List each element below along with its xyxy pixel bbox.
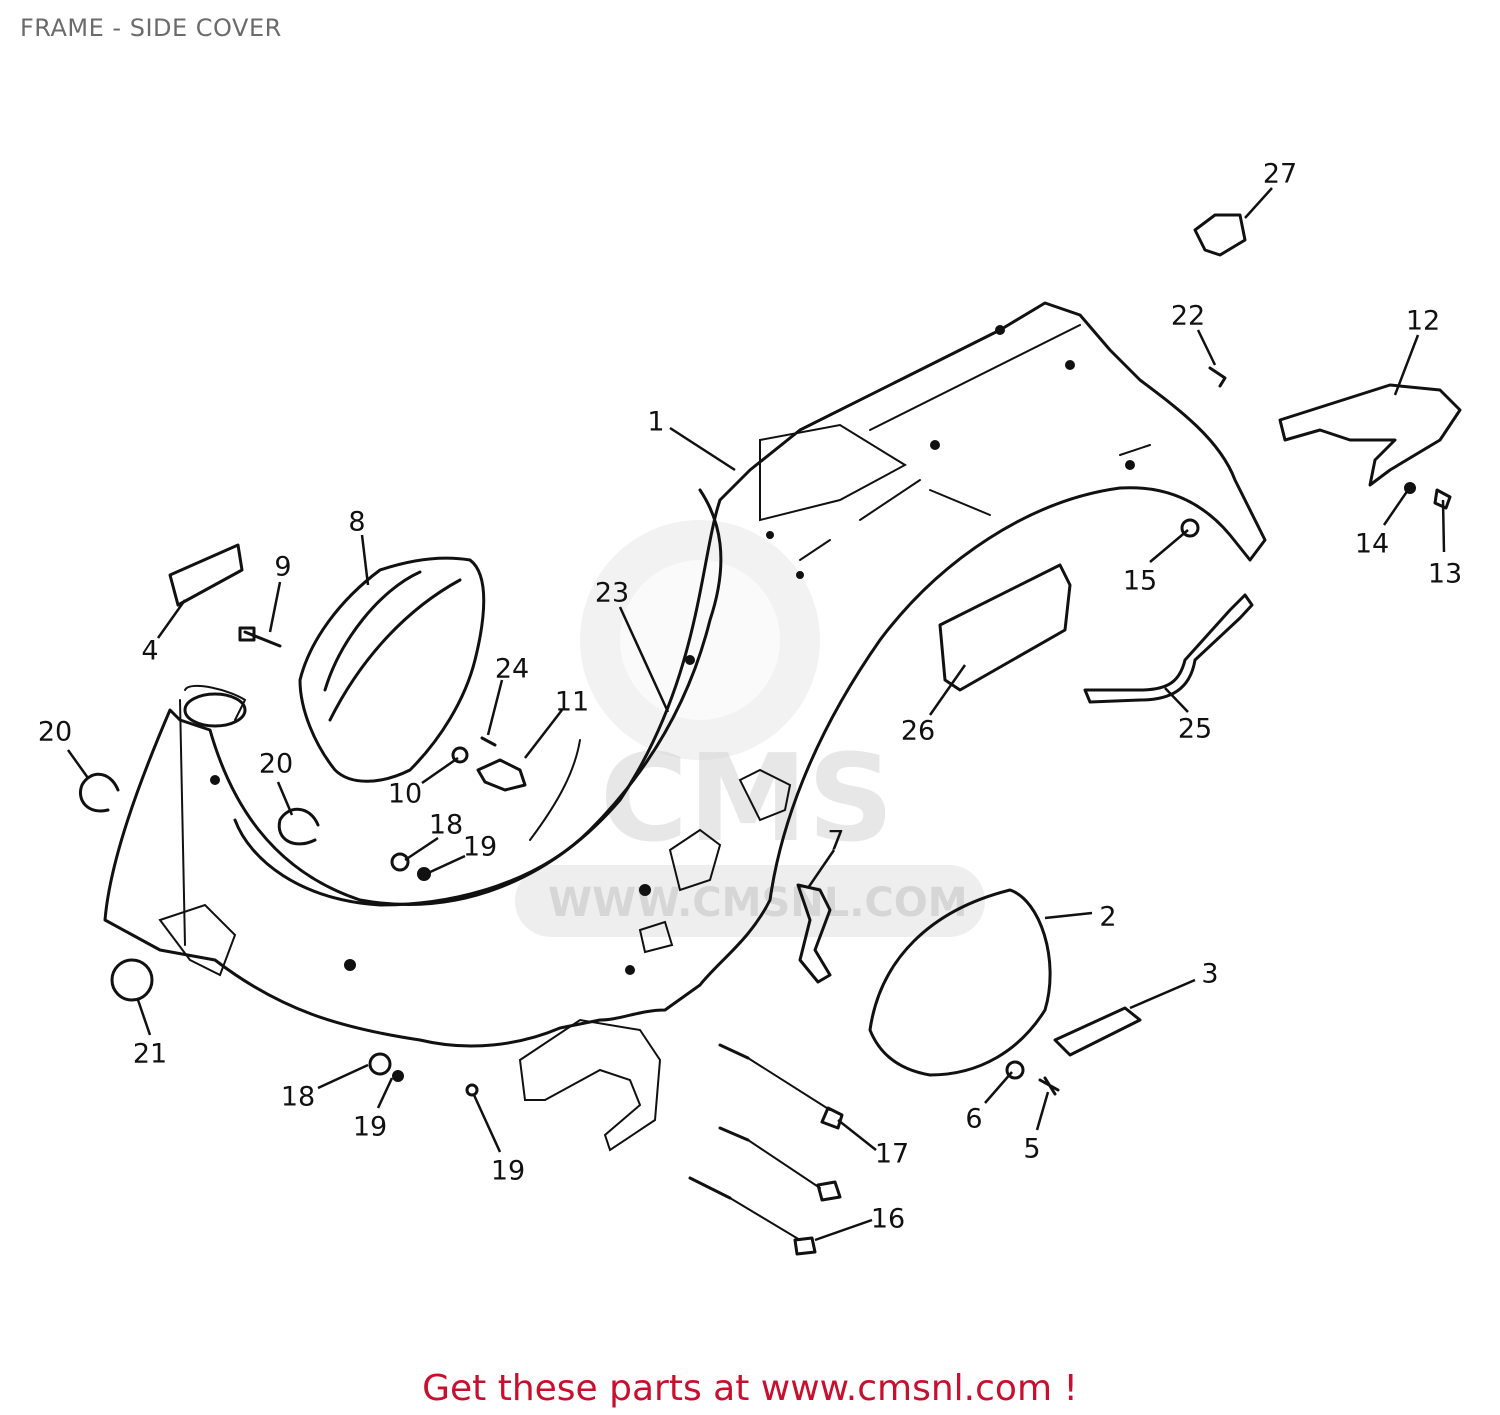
callout-label-19: 19 bbox=[463, 832, 497, 863]
callout-label-27: 27 bbox=[1263, 159, 1297, 190]
callout-leader-11 bbox=[524, 709, 563, 759]
callout-label-1: 1 bbox=[647, 407, 664, 438]
footer-link-text[interactable]: Get these parts at www.cmsnl.com ! bbox=[422, 1368, 1078, 1409]
callout-leader-1 bbox=[669, 426, 736, 472]
callout-leader-25 bbox=[1164, 687, 1189, 713]
callout-label-19: 19 bbox=[353, 1112, 387, 1143]
grommet-middle-part bbox=[277, 807, 320, 846]
callout-leader-27 bbox=[1244, 187, 1273, 219]
callout-label-13: 13 bbox=[1428, 559, 1462, 590]
callout-leader-17 bbox=[837, 1119, 877, 1151]
callout-label-20: 20 bbox=[38, 717, 72, 748]
callout-leader-13 bbox=[1441, 499, 1446, 553]
callout-label-18: 18 bbox=[281, 1082, 315, 1113]
callout-leader-12 bbox=[1393, 334, 1420, 396]
callout-label-20: 20 bbox=[259, 749, 293, 780]
grommet-left-part bbox=[79, 772, 120, 813]
callout-leader-23 bbox=[618, 606, 670, 713]
callout-label-4: 4 bbox=[141, 636, 158, 667]
watermark: CMS WWW.CMSNL.COM bbox=[515, 520, 985, 937]
callout-leader-22 bbox=[1196, 329, 1217, 366]
fastener-parts bbox=[238, 366, 1452, 1256]
frame-main-part bbox=[103, 301, 1267, 1152]
callout-leader-7 bbox=[806, 849, 836, 889]
callout-leader-15 bbox=[1149, 529, 1189, 563]
callout-label-17: 17 bbox=[875, 1139, 909, 1170]
callout-label-15: 15 bbox=[1123, 566, 1157, 597]
callout-leader-4 bbox=[156, 599, 187, 639]
callout-label-10: 10 bbox=[388, 779, 422, 810]
callout-leader-5 bbox=[1035, 1091, 1050, 1131]
callout-leader-20 bbox=[276, 781, 294, 816]
callout-label-8: 8 bbox=[348, 507, 365, 538]
callout-label-26: 26 bbox=[901, 716, 935, 747]
callout-label-6: 6 bbox=[965, 1104, 982, 1135]
callout-label-18: 18 bbox=[429, 810, 463, 841]
diagram-title: FRAME - SIDE COVER bbox=[20, 14, 282, 42]
callout-leader-10 bbox=[421, 756, 459, 785]
side-cover-left-part bbox=[298, 556, 486, 783]
callout-leader-19 bbox=[472, 1094, 502, 1153]
callout-leader-16 bbox=[814, 1218, 873, 1242]
carrier-part bbox=[1278, 383, 1462, 487]
callout-leader-18 bbox=[317, 1063, 369, 1090]
callout-label-25: 25 bbox=[1178, 714, 1212, 745]
callout-labels: 1234567891011121314151617181918191920202… bbox=[38, 159, 1462, 1235]
callout-leader-2 bbox=[1044, 911, 1093, 920]
emblem-left-part bbox=[168, 543, 244, 607]
watermark-logo-text: CMS bbox=[600, 730, 894, 869]
callout-label-21: 21 bbox=[133, 1039, 167, 1070]
callout-leader-19 bbox=[427, 854, 466, 875]
cap-part bbox=[110, 958, 154, 1002]
callout-label-9: 9 bbox=[274, 552, 291, 583]
watermark-logo-inner bbox=[620, 560, 780, 720]
callout-leader-21 bbox=[136, 999, 152, 1036]
callout-label-23: 23 bbox=[595, 578, 629, 609]
callout-leader-8 bbox=[360, 534, 370, 586]
tool-bag-part bbox=[938, 563, 1072, 692]
callout-leader-19 bbox=[376, 1077, 394, 1109]
callout-label-14: 14 bbox=[1355, 529, 1389, 560]
callout-leader-24 bbox=[486, 679, 504, 736]
callout-label-3: 3 bbox=[1201, 959, 1218, 990]
callout-leaders bbox=[66, 187, 1446, 1242]
callout-leader-9 bbox=[268, 581, 282, 633]
bracket-part bbox=[796, 883, 832, 984]
callout-label-2: 2 bbox=[1099, 902, 1116, 933]
callout-label-22: 22 bbox=[1171, 301, 1205, 332]
callout-leader-14 bbox=[1382, 489, 1410, 526]
emblem-right-part bbox=[1053, 1006, 1142, 1057]
callout-leader-6 bbox=[984, 1071, 1013, 1104]
callout-label-16: 16 bbox=[871, 1204, 905, 1235]
callout-leader-3 bbox=[1129, 978, 1196, 1010]
callout-leader-18 bbox=[404, 836, 439, 862]
cover-plate-part bbox=[1193, 213, 1247, 257]
callout-leader-20 bbox=[66, 749, 90, 779]
callout-label-11: 11 bbox=[555, 687, 589, 718]
side-cover-right-part bbox=[868, 888, 1052, 1077]
callout-label-12: 12 bbox=[1406, 306, 1440, 337]
watermark-url-bar bbox=[515, 865, 985, 937]
callout-label-5: 5 bbox=[1023, 1134, 1040, 1165]
callout-label-7: 7 bbox=[827, 826, 844, 857]
stay-bar-part bbox=[1083, 593, 1254, 704]
callout-label-19: 19 bbox=[491, 1156, 525, 1187]
callout-leader-26 bbox=[928, 664, 967, 716]
callout-label-24: 24 bbox=[495, 654, 529, 685]
